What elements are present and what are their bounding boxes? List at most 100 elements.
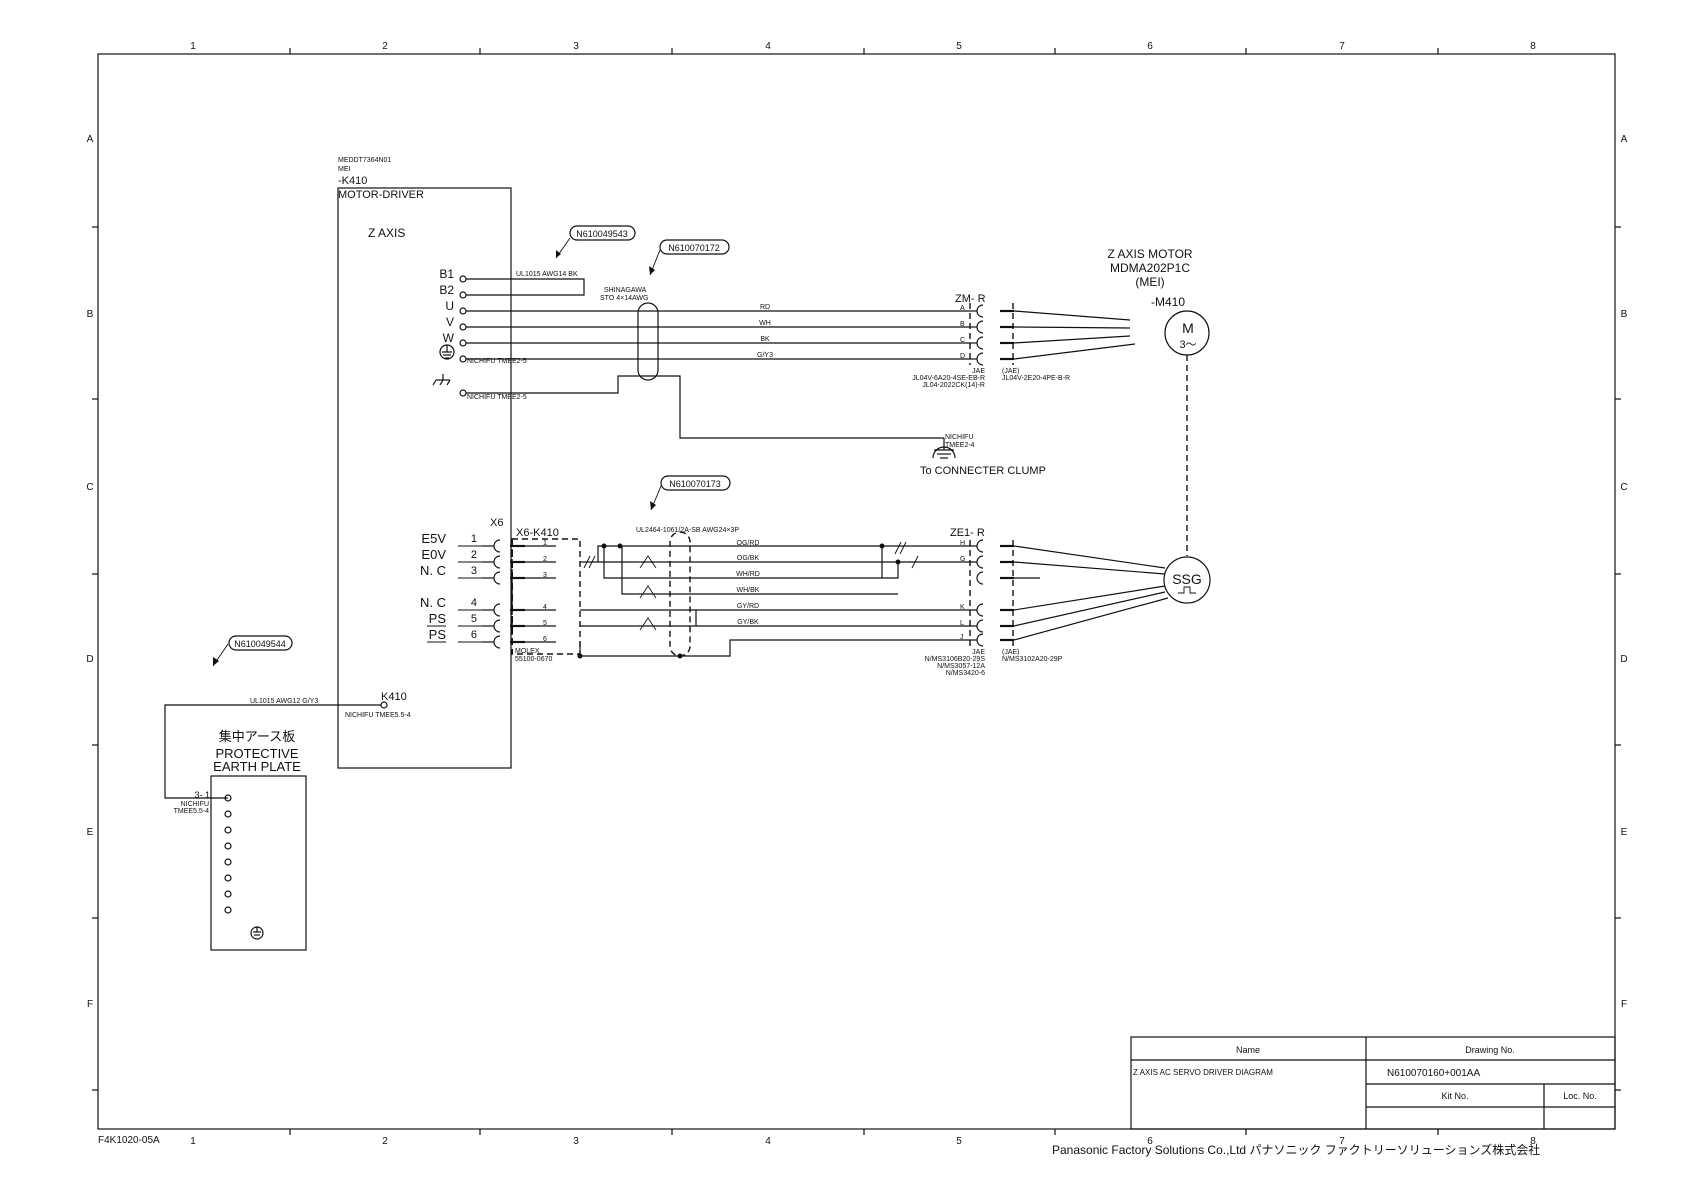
cable1-ref: N610049543 (576, 229, 628, 239)
encoder-pin-g: G (960, 556, 965, 563)
signal-pin-label-6: PS (429, 627, 447, 642)
earth-plate-title-jp: 集中アース板 (219, 729, 296, 744)
terminal-label-v: V (446, 315, 454, 329)
signal-wire-color-4: WH/BK (737, 587, 760, 594)
col-label-top-6: 6 (1147, 41, 1153, 52)
cable2-shield (637, 302, 659, 381)
terminal-pe (459, 355, 467, 363)
terminal-label-b2: B2 (439, 283, 454, 297)
title-block: Name Drawing No. Z AXIS AC SERVO DRIVER … (1130, 1036, 1616, 1130)
driver-title: MOTOR-DRIVER (338, 189, 424, 201)
form-code: F4K1020-05A (98, 1135, 160, 1146)
col-label-bottom-4: 4 (765, 1136, 771, 1147)
encoder-conn-maker: JAE (972, 649, 985, 656)
signal-wire-color-2: OG/BK (737, 555, 760, 562)
driver-ground-terminal-2: NICHIFU TMEE2-5 (467, 394, 527, 401)
cable3-spec: UL2464-1061/2A-SB AWG24×3P (636, 527, 739, 534)
power-plug-contacts (970, 304, 1014, 366)
signal-pin-number-6: 6 (471, 629, 477, 641)
col-label-bottom-5: 5 (956, 1136, 962, 1147)
motor-driver: MEDDT7364N01 MEI -K410 MOTOR-DRIVER Z AX… (337, 157, 527, 769)
signal-wire-pin-2: 2 (543, 556, 547, 563)
cable2-maker: SHINAGAWA (604, 287, 647, 294)
col-label-top-5: 5 (956, 41, 962, 52)
driver-k410-terminal-part: NICHIFU TMEE5.5-4 (345, 712, 411, 719)
row-label-right-f: F (1621, 999, 1627, 1010)
servo-motor: Z AXIS MOTOR MDMA202P1C (MEI) -M410 M 3～ (1107, 247, 1210, 556)
cable3-ref-tag (660, 475, 731, 491)
signal-connector-part-1: MOLEX (515, 648, 540, 655)
earth-plate-title-1: PROTECTIVE (215, 746, 298, 761)
terminal-label-b1: B1 (439, 267, 454, 281)
signal-pin-label-1: E5V (421, 531, 446, 546)
terminal-w (459, 339, 467, 347)
frame-ground-icon (432, 374, 451, 386)
cable1-ref-tag (569, 225, 636, 241)
title-drawing-name: Z AXIS AC SERVO DRIVER DIAGRAM (1133, 1068, 1273, 1077)
title-block-border (1130, 1036, 1616, 1130)
col-label-bottom-2: 2 (382, 1136, 388, 1147)
row-label-left-a: A (87, 134, 94, 145)
row-label-right-b: B (1621, 309, 1628, 320)
signal-pin-number-4: 4 (471, 597, 477, 609)
company-name: Panasonic Factory Solutions Co.,Ltd パナソニ… (1052, 1142, 1540, 1157)
encoder-connector: ZE1- R (950, 527, 985, 539)
row-label-left-c: C (86, 482, 93, 493)
driver-tag: -K410 (338, 175, 367, 187)
driver-maker: MEI (338, 166, 351, 173)
col-label-bottom-1: 1 (190, 1136, 196, 1147)
signal-pin-number-1: 1 (471, 533, 477, 545)
driver-ground-terminal-1: NICHIFU TMEE2-5 (467, 358, 527, 365)
col-label-bottom-3: 3 (573, 1136, 579, 1147)
signal-pin-number-3: 3 (471, 565, 477, 577)
earth-plate-terminal-part-2: TMEE5.5-4 (174, 808, 210, 815)
signal-wire-color-1: OG/RD (737, 540, 760, 547)
ssg-label: SSG (1172, 571, 1202, 587)
title-name-header: Name (1236, 1045, 1260, 1055)
row-label-right-e: E (1621, 827, 1628, 838)
encoder-receptacle-part: N/MS3102A20-29P (1002, 656, 1063, 663)
frame-ticks (92, 48, 1621, 1135)
driver-connector-x6: X6 (490, 517, 503, 529)
encoder-pin-l: L (960, 620, 964, 627)
motor-driver-box (337, 187, 512, 769)
signal-wire-color-6: GY/BK (737, 619, 759, 626)
plate-earth-icon (250, 926, 264, 940)
encoder-pin-j: J (960, 634, 964, 641)
row-label-left-f: F (87, 999, 93, 1010)
encoder-conn-part-2: N/MS3057-12A (937, 663, 985, 670)
wire-wh-rd (603, 546, 899, 579)
cable4-ref: N610049544 (234, 639, 286, 649)
signal-wire-pin-3: 3 (543, 572, 547, 579)
clump-ground-icon (932, 446, 956, 459)
frame-border (97, 53, 1616, 1130)
earth-plate-terminal-part-1: NICHIFU (181, 801, 209, 808)
signal-cable-shield (669, 531, 691, 657)
cable1-spec: UL1015 AWG14 BK (516, 271, 578, 278)
power-wiring: UL1015 AWG14 BK N610049543 N610070172 SH… (466, 225, 1136, 477)
x6-k410-connector-box (511, 538, 581, 655)
encoder-ssg: SSG (1163, 556, 1211, 604)
terminal-b2 (459, 291, 467, 299)
row-label-right-c: C (1620, 482, 1627, 493)
signal-connector-label: X6-K410 (516, 527, 559, 539)
power-pin-c: C (960, 337, 965, 344)
power-wire-color-2: WH (759, 320, 771, 327)
col-label-top-7: 7 (1339, 41, 1345, 52)
encoder-pin-k: K (960, 604, 965, 611)
cable2-ref: N610070172 (668, 243, 720, 253)
row-label-right-a: A (1621, 134, 1628, 145)
terminal-label-u: U (445, 299, 454, 313)
title-loc-header: Loc. No. (1563, 1091, 1597, 1101)
earth-plate-box (210, 775, 307, 951)
power-pin-a: A (960, 305, 965, 312)
title-drawing-header: Drawing No. (1465, 1045, 1515, 1055)
signal-pin-number-5: 5 (471, 613, 477, 625)
power-wire-color-3: BK (760, 336, 770, 343)
earth-plate-title-2: EARTH PLATE (213, 759, 301, 774)
signal-pin-label-3: N. C (420, 563, 446, 578)
clump-terminal-1: NICHIFU (945, 434, 973, 441)
signal-wire-pin-4: 4 (543, 604, 547, 611)
signal-wiring: X6-K410 MOLEX 55100-0670 1 2 3 4 5 6 (482, 475, 1169, 677)
